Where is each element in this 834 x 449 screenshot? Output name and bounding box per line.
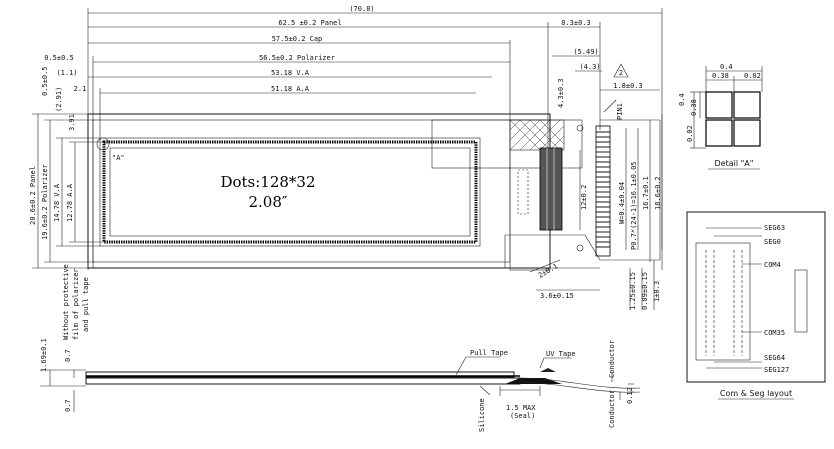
dim-cap-width: 57.5±0.2 Cap (272, 35, 323, 43)
side-dim-0-7a: 0.7 (64, 349, 72, 362)
side-note-line-1: Without protective (62, 264, 70, 340)
dim-right-4-3: (4.3) (579, 63, 600, 71)
dim-va-height: 14.78 V.A (53, 183, 61, 222)
max-1-5-label: 1.5 MAX (506, 404, 536, 412)
dim-aa-height: 12.78 A.A (66, 183, 74, 222)
top-dimension-texts: (70.8) 62.5 ±0.2 Panel 57.5±0.2 Cap 56.5… (41, 5, 643, 131)
dim-pin-pitch: P0.7*(24-1)=16.1±0.05 (630, 161, 638, 250)
dim-right-1-8: 1.8±0.3 (613, 82, 643, 90)
detail-dim-0-4: 0.4 (720, 63, 733, 71)
right-dimension-lines (529, 114, 663, 310)
dim-12: 12±0.2 (580, 185, 588, 210)
detail-dim-0-38: 0.38 (712, 72, 729, 80)
seg64-label: SEG64 (764, 354, 785, 362)
dim-panel-height: 20.6±0.2 Panel (29, 166, 37, 225)
dim-left-1-1: (1.1) (56, 69, 77, 77)
dim-w-0-4: W=0.4±0.04 (618, 182, 626, 224)
dim-0-12: 0.12 (626, 387, 634, 404)
size-label: 2.08″ (248, 193, 287, 211)
side-note-line-2: film of polarizer (72, 268, 80, 340)
dim-polarizer-width: 56.5±0.2 Polarizer (259, 54, 335, 62)
detail-a: 0.4 0.38 0.02 0.4 0.38 0.02 Detail "A" (678, 63, 763, 170)
detail-dim-0-02-vert: 0.02 (686, 125, 694, 142)
fpc-area: PIN1 (431, 99, 661, 271)
dim-3-6: 3.6±0.15 (540, 292, 574, 300)
dim-left-0-5: 0.5±0.5 (44, 54, 74, 62)
com35-label: COM35 (764, 329, 785, 337)
pin-end-hole (576, 244, 584, 252)
conductor-label: Conductor (608, 340, 616, 378)
left-dimension-texts: 20.6±0.2 Panel 19.6±0.2 Polarizer 14.78 … (29, 164, 74, 240)
dim-va-width: 53.18 V.A (271, 69, 310, 77)
dim-left-2-91: (2.91) (55, 87, 63, 112)
detail-a-title: Detail "A" (715, 159, 754, 168)
seg63-label: SEG63 (764, 224, 785, 232)
dim-0-09: 0.09±0.15 (641, 272, 649, 310)
com4-label: COM4 (764, 261, 781, 269)
detail-dim-0-38-vert: 0.38 (690, 99, 698, 116)
dim-18-6: 18.6±0.2 (654, 176, 662, 210)
pull-tape-label: Pull Tape (470, 349, 508, 357)
note-number: 2 (619, 69, 623, 77)
seg0-label: SEG0 (764, 238, 781, 246)
main-panel: "A" Dots:128*32 2.08″ (87, 113, 551, 269)
seg127-label: SEG127 (764, 366, 789, 374)
dim-left-3-91: 3.91 (68, 114, 76, 131)
dim-right-4-3-vert: 4.3±0.3 (557, 78, 565, 108)
uv-tape-label: UV Tape (546, 350, 576, 358)
com-seg-title: Com & Seg layout (720, 389, 792, 398)
dim-left-2-1: 2.1 (74, 85, 87, 93)
silicone-label: Silicone (478, 398, 486, 432)
com-seg-layout: SEG63 SEG0 COM4 COM35 SEG64 SEG127 Com &… (686, 211, 826, 400)
detail-a-ref: "A" (112, 154, 125, 162)
dim-panel-width: 62.5 ±0.2 Panel (278, 19, 341, 27)
pin1-hole (576, 124, 584, 132)
note-triangle: 2 (613, 63, 629, 78)
dim-right-5-49: (5.49) (573, 48, 598, 56)
side-thickness: 1.69±0.1 (40, 338, 48, 372)
detail-dim-0-4-vert: 0.4 (678, 93, 686, 106)
dim-left-0-5-vert: 0.5±0.5 (41, 66, 49, 96)
side-view: Without protective film of polarizer and… (40, 264, 641, 432)
side-dim-0-7b: 0.7 (64, 399, 72, 412)
dim-1-25: 1.25±0.15 (629, 272, 637, 310)
pin1-label: PIN1 (616, 103, 624, 120)
dim-right-8-3: 8.3±0.3 (561, 19, 591, 27)
left-dimension-lines (32, 113, 104, 269)
conductor-label-2: Conductor (608, 390, 616, 428)
detail-a-marker (96, 137, 110, 151)
dim-1-0-3: 1±0.3 (653, 281, 661, 302)
detail-dim-0-02: 0.02 (744, 72, 761, 80)
seal-label: (Seal) (510, 412, 535, 420)
dim-overall: (70.8) (349, 5, 374, 13)
dim-aa-width: 51.18 A.A (271, 85, 310, 93)
dim-polarizer-height: 19.6±0.2 Polarizer (41, 164, 49, 240)
dim-16-7: 16.7±0.1 (642, 176, 650, 210)
dots-label: Dots:128*32 (220, 173, 315, 191)
side-note-line-3: and pull tape (82, 277, 90, 332)
